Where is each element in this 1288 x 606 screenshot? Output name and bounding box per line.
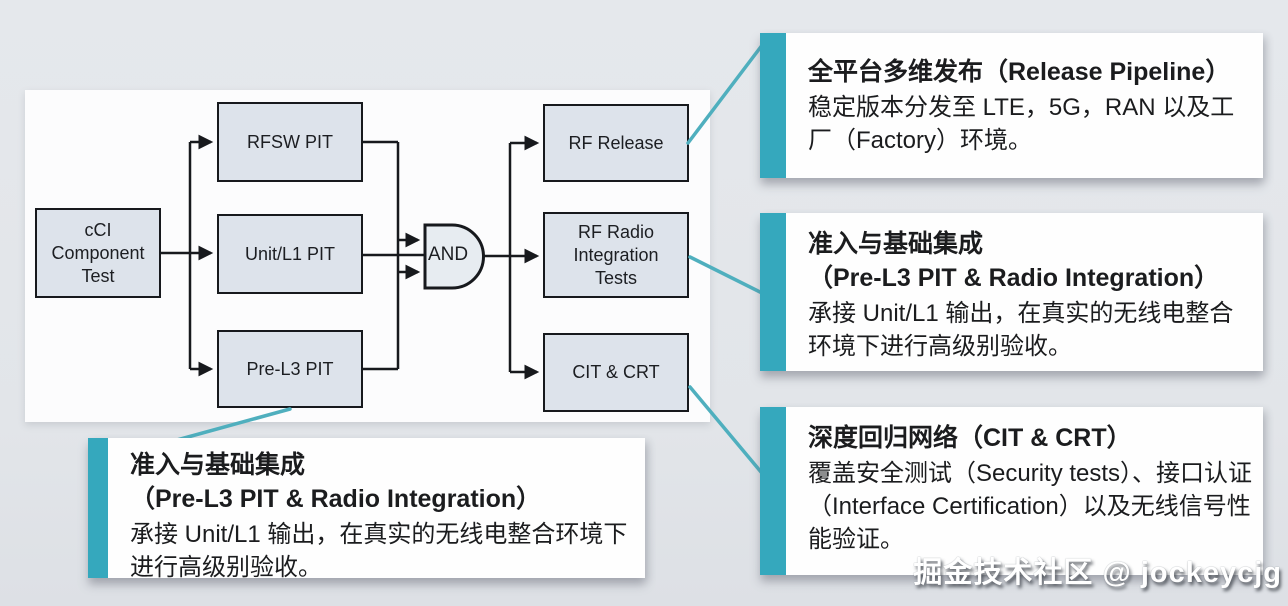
edge-pit-outputs: [363, 140, 398, 371]
callout-content: 准入与基础集成 （Pre-L3 PIT & Radio Integration）…: [108, 438, 645, 581]
and-gate-shape: [423, 223, 485, 290]
callout-body: 承接 Unit/L1 输出，在真实的无线电整合环境下进行高级别验收。: [130, 521, 628, 581]
connector-prel3-to-callout-left: [175, 407, 292, 442]
callout-body: 稳定版本分发至 LTE，5G，RAN 以及工厂（Factory）环境。: [808, 94, 1235, 154]
connector-radio-to-callout2: [688, 255, 768, 297]
connector-cit-to-callout3: [688, 385, 768, 480]
flow-node-pre-l3-pit: Pre-L3 PIT: [217, 330, 363, 408]
connector-release-to-callout1: [686, 38, 768, 145]
flow-node-cit-crt: CIT & CRT: [543, 333, 689, 412]
callout-title-line2: （Pre-L3 PIT & Radio Integration）: [130, 485, 542, 513]
callout-body: 覆盖安全测试（Security tests）、接口认证（Interface Ce…: [808, 460, 1253, 553]
callout-title: 准入与基础集成: [130, 451, 306, 479]
callout-title: 准入与基础集成: [808, 230, 984, 258]
callout-cit-crt: 深度回归网络（CIT & CRT） 覆盖安全测试（Security tests）…: [760, 407, 1263, 575]
callout-title: 全平台多维发布（Release Pipeline）: [808, 58, 1231, 86]
callout-release-pipeline: 全平台多维发布（Release Pipeline） 稳定版本分发至 LTE，5G…: [760, 33, 1263, 178]
callout-pre-l3-integration-right: 准入与基础集成 （Pre-L3 PIT & Radio Integration）…: [760, 213, 1263, 371]
callout-body: 承接 Unit/L1 输出，在真实的无线电整合环境下进行高级别验收。: [808, 300, 1234, 360]
callout-content: 全平台多维发布（Release Pipeline） 稳定版本分发至 LTE，5G…: [786, 33, 1263, 178]
callout-title-line2: （Pre-L3 PIT & Radio Integration）: [808, 264, 1220, 292]
callout-title: 深度回归网络（CIT & CRT）: [808, 424, 1132, 452]
callout-content: 深度回归网络（CIT & CRT） 覆盖安全测试（Security tests）…: [786, 407, 1263, 575]
watermark-text: 掘金技术社区 @ jockeycjg: [913, 557, 1282, 589]
flowchart-connector-lines: [161, 134, 540, 380]
callout-pre-l3-integration-left: 准入与基础集成 （Pre-L3 PIT & Radio Integration）…: [88, 438, 645, 581]
accent-bar: [760, 33, 786, 178]
accent-bar: [88, 438, 108, 578]
flow-node-rf-release: RF Release: [543, 104, 689, 182]
flowchart-panel: cCI Component Test RFSW PIT Unit/L1 PIT …: [25, 90, 710, 422]
accent-bar: [760, 407, 786, 575]
and-gate-label: AND: [427, 244, 469, 265]
callout-content: 准入与基础集成 （Pre-L3 PIT & Radio Integration）…: [786, 213, 1263, 371]
accent-bar: [760, 213, 786, 371]
flow-node-unit-l1-pit: Unit/L1 PIT: [217, 214, 363, 294]
flow-node-rf-radio-integration-tests: RF Radio Integration Tests: [543, 212, 689, 298]
flow-node-cci-component-test: cCI Component Test: [35, 208, 161, 298]
flow-node-rfsw-pit: RFSW PIT: [217, 102, 363, 182]
